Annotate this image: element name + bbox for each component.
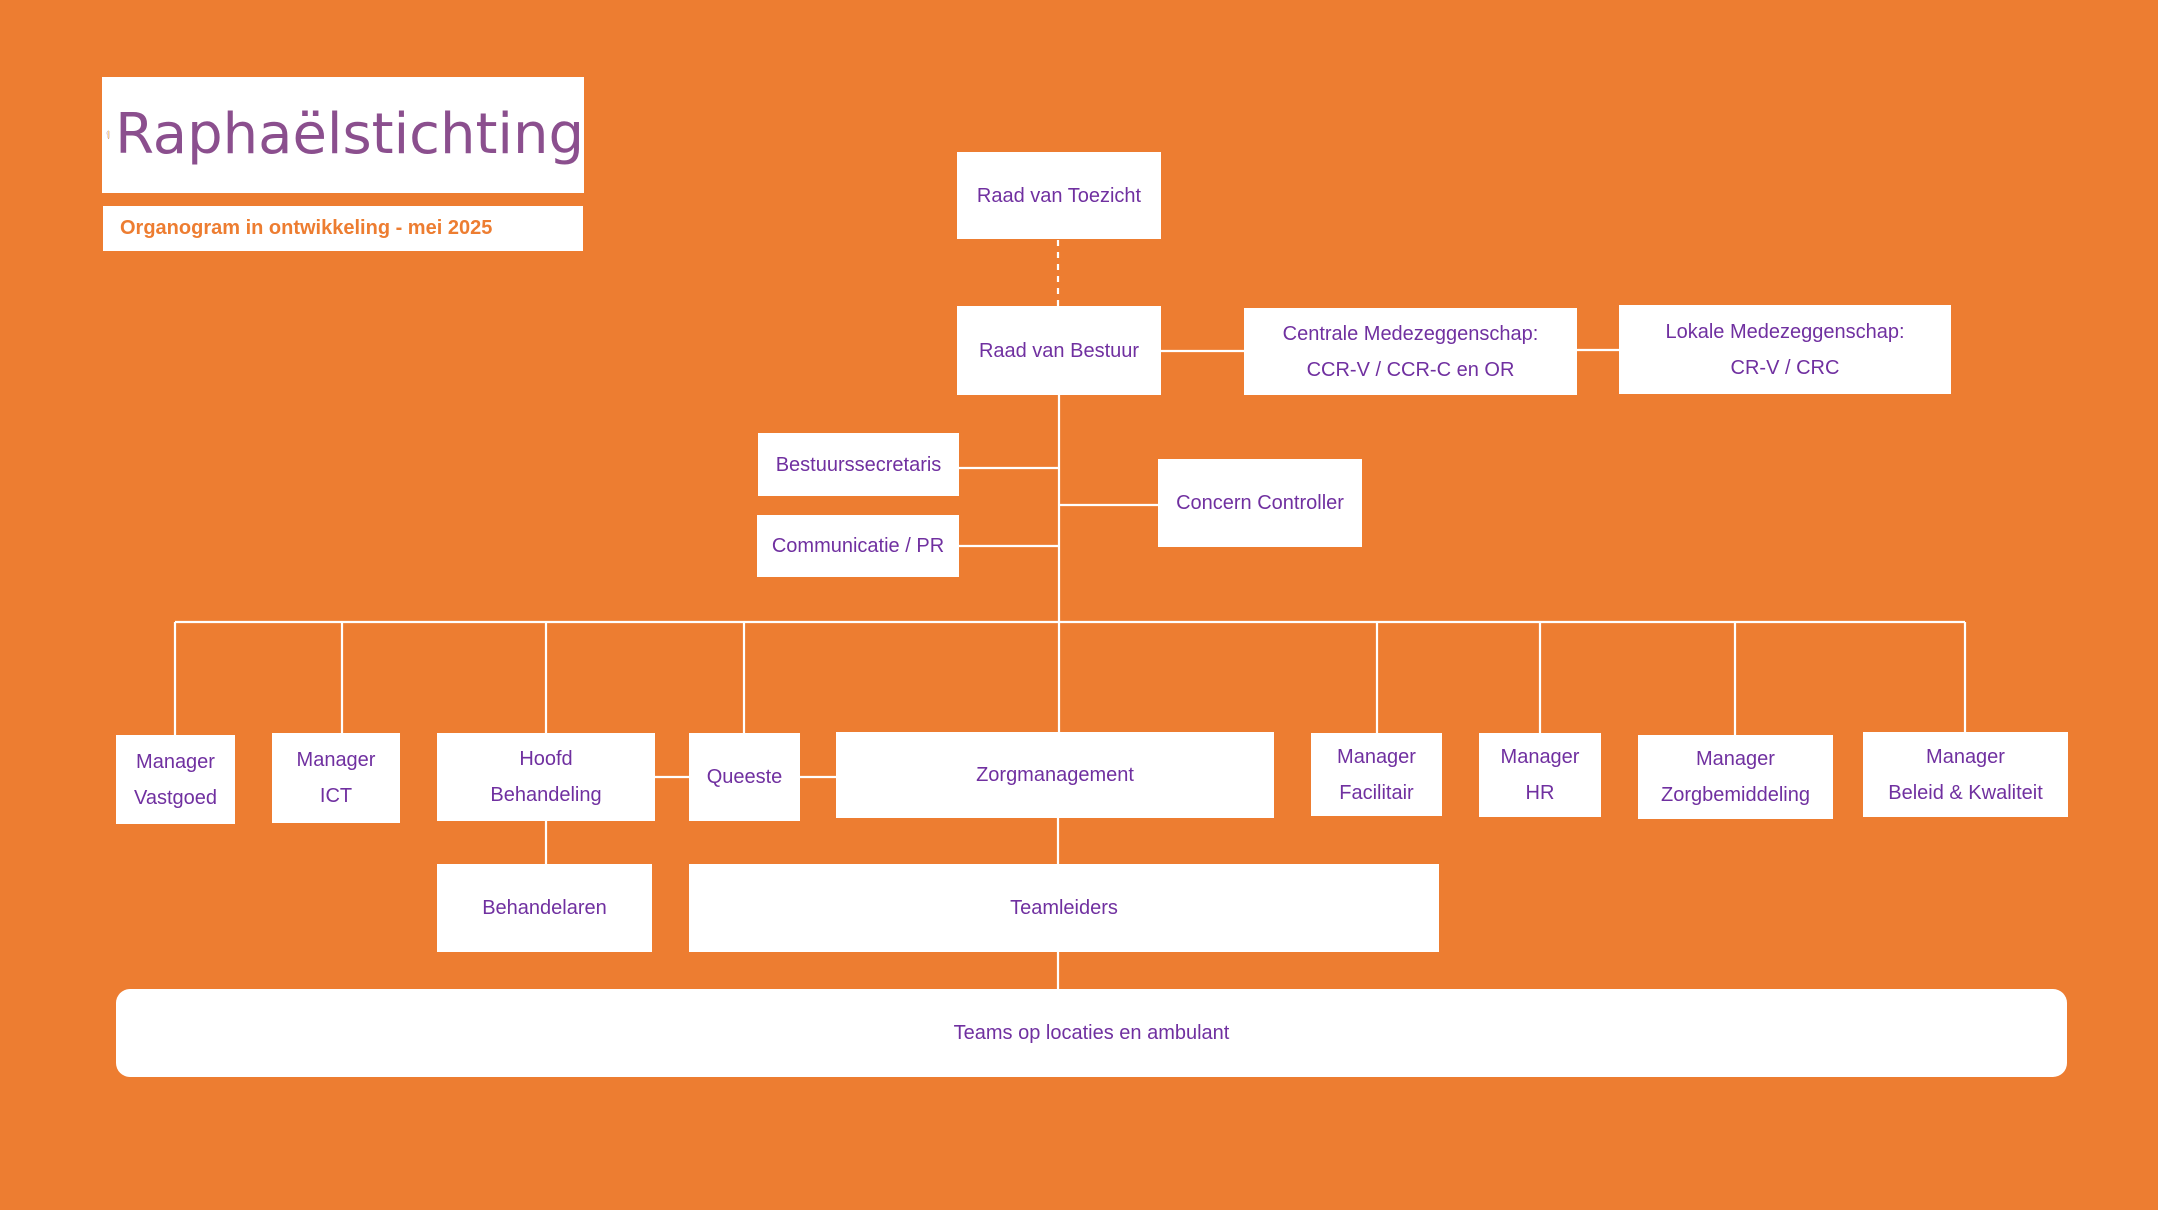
node-label: Raad van Toezicht — [976, 184, 1142, 207]
node-label: Teams op locaties en ambulant — [953, 1022, 1230, 1044]
node-label: Bestuurssecretaris — [775, 453, 942, 476]
node-label-line-2: CCR-V / CCR-C en OR — [1306, 358, 1515, 381]
node-raad-van-bestuur: Raad van Bestuur — [957, 306, 1161, 395]
node-manager-vastgoed: Manager Vastgoed — [116, 735, 235, 824]
angel-figure-icon — [106, 130, 110, 140]
node-label: Concern Controller — [1176, 492, 1344, 514]
node-behandelaren: Behandelaren — [437, 864, 652, 952]
node-teamleiders: Teamleiders — [689, 864, 1439, 952]
subtitle-banner: Organogram in ontwikkeling - mei 2025 — [103, 206, 583, 251]
node-bestuurssecretaris: Bestuurssecretaris — [758, 433, 959, 496]
node-label-line-2: Beleid & Kwaliteit — [1888, 781, 2043, 804]
node-label-line-1: Manager — [136, 750, 215, 773]
node-manager-hr: Manager HR — [1479, 733, 1601, 817]
page-subtitle: Organogram in ontwikkeling - mei 2025 — [120, 217, 493, 239]
node-zorgmanagement: Zorgmanagement — [836, 732, 1274, 818]
node-manager-ict: Manager ICT — [272, 733, 400, 823]
node-label-line-1: Manager — [296, 749, 376, 771]
node-label-line-1: Lokale Medezeggenschap: — [1665, 320, 1905, 343]
node-raad-van-toezicht: Raad van Toezicht — [957, 152, 1161, 239]
logo-text: Raphaëlstichting — [115, 102, 584, 167]
node-communicatie-pr: Communicatie / PR — [757, 515, 959, 577]
node-label-line-1: Centrale Medezeggenschap: — [1282, 322, 1539, 345]
node-label: Raad van Bestuur — [978, 339, 1140, 362]
node-label-line-2: Facilitair — [1339, 781, 1414, 804]
node-label-line-1: Hoofd — [519, 748, 573, 770]
node-teams-op-locaties: Teams op locaties en ambulant — [116, 989, 2067, 1077]
node-label-line-2: ICT — [319, 785, 353, 807]
node-manager-facilitair: Manager Facilitair — [1311, 733, 1442, 816]
node-label: Queeste — [706, 766, 783, 788]
node-queeste: Queeste — [689, 733, 800, 821]
node-label-line-2: HR — [1525, 782, 1555, 804]
node-lokale-medezeggenschap: Lokale Medezeggenschap: CR-V / CRC — [1619, 305, 1951, 394]
node-label-line-1: Manager — [1926, 745, 2005, 768]
node-manager-beleid-kwaliteit: Manager Beleid & Kwaliteit — [1863, 732, 2068, 817]
node-label-line-2: Zorgbemiddeling — [1661, 784, 1810, 806]
node-label: Behandelaren — [482, 897, 607, 919]
node-label-line-1: Manager — [1337, 745, 1416, 768]
node-label-line-2: CR-V / CRC — [1730, 356, 1840, 379]
node-manager-zorgbemiddeling: Manager Zorgbemiddeling — [1638, 735, 1833, 819]
node-label-line-2: Vastgoed — [133, 786, 218, 809]
node-label: Communicatie / PR — [771, 535, 945, 557]
node-label: Teamleiders — [1010, 897, 1118, 919]
node-hoofd-behandeling: Hoofd Behandeling — [437, 733, 655, 821]
node-centrale-medezeggenschap: Centrale Medezeggenschap: CCR-V / CCR-C … — [1244, 308, 1577, 395]
node-label: Zorgmanagement — [976, 764, 1134, 786]
node-label-line-1: Manager — [1500, 746, 1580, 768]
node-label-line-2: Behandeling — [490, 784, 602, 806]
logo: Raphaëlstichting — [102, 77, 584, 193]
node-concern-controller: Concern Controller — [1158, 459, 1362, 547]
node-label-line-1: Manager — [1696, 748, 1775, 770]
